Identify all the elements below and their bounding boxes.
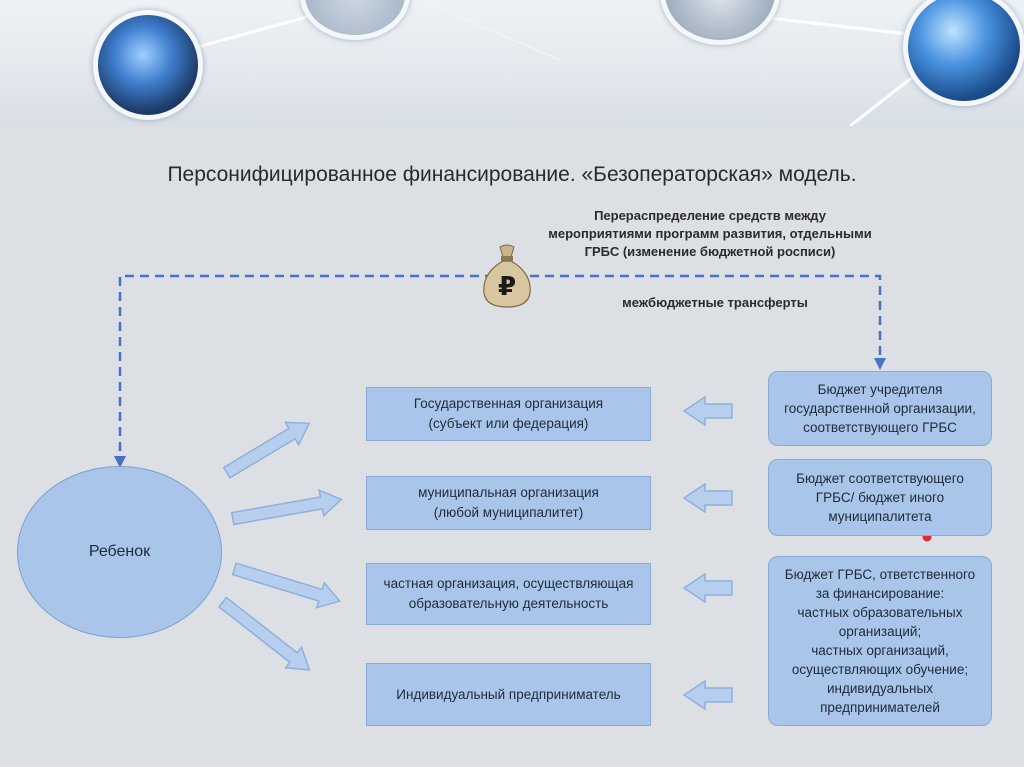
- arrow-child-to-municipal-org: [230, 488, 343, 526]
- org-box-state: Государственная организация (субъект или…: [366, 387, 651, 441]
- money-bag-icon: ₽: [478, 243, 536, 309]
- redistribution-note-line2: мероприятиями программ развития, отдельн…: [548, 226, 872, 241]
- budget-private-line5: частных организаций,: [811, 643, 949, 658]
- org-municipal-line1: муниципальная организация: [418, 485, 599, 500]
- arrow-budget-to-municipal-org: [682, 482, 733, 514]
- budget-private-line4: организаций;: [838, 624, 922, 639]
- org-municipal-line2: (любой муниципалитет): [433, 505, 584, 520]
- budget-private-line3: частных образовательных: [797, 605, 963, 620]
- org-private-line2: образовательную деятельность: [408, 596, 609, 611]
- arrow-budget-to-entrepreneur: [682, 679, 733, 711]
- org-box-municipal: муниципальная организация (любой муницип…: [366, 476, 651, 530]
- budget-municipal-line2: ГРБС/ бюджет иного: [815, 490, 945, 505]
- child-label: Ребенок: [88, 543, 151, 560]
- arrowhead-to-child: [114, 456, 126, 468]
- arrow-child-to-entrepreneur: [217, 596, 311, 671]
- org-state-line1: Государственная организация: [413, 396, 604, 411]
- budget-private-line2: за финансирование:: [815, 586, 945, 601]
- redistribution-note: Перераспределение средств между мероприя…: [520, 207, 900, 261]
- org-box-entrepreneur: Индивидуальный предприниматель: [366, 663, 651, 726]
- globe-photo-left: [93, 10, 203, 120]
- page-title: Персонифицированное финансирование. «Без…: [167, 163, 857, 186]
- budget-municipal-line1: Бюджет соответствующего: [796, 471, 964, 486]
- budget-private-line7: индивидуальных: [827, 681, 933, 696]
- org-box-private: частная организация, осуществляющая обра…: [366, 563, 651, 625]
- budget-private-line8: предпринимателей: [820, 700, 940, 715]
- arrow-budget-to-private-org: [682, 572, 733, 604]
- budget-private-line1: Бюджет ГРБС, ответственного: [784, 567, 976, 582]
- arrowhead-to-budget: [874, 358, 886, 370]
- arrow-budget-to-state-org: [682, 395, 733, 427]
- budget-box-founder: Бюджет учредителя государственной органи…: [768, 371, 992, 446]
- child-node: Ребенок: [17, 466, 222, 638]
- budget-founder-line2: государственной организации,: [784, 401, 976, 416]
- budget-municipal-line3: муниципалитета: [828, 509, 932, 524]
- globe-photo-right: [903, 0, 1024, 106]
- budget-founder-line3: соответствующего ГРБС: [803, 420, 957, 435]
- org-state-line2: (субъект или федерация): [428, 416, 589, 431]
- org-private-line1: частная организация, осуществляющая: [383, 576, 634, 591]
- ruble-symbol: ₽: [498, 272, 516, 302]
- arrow-child-to-private-org: [231, 562, 341, 609]
- arrow-child-to-state-org: [222, 421, 311, 479]
- redistribution-note-line3: ГРБС (изменение бюджетной росписи): [584, 244, 836, 259]
- transfers-label: межбюджетные трансферты: [622, 295, 808, 310]
- redistribution-note-line1: Перераспределение средств между: [594, 208, 826, 223]
- budget-founder-line1: Бюджет учредителя: [817, 382, 943, 397]
- budget-box-private: Бюджет ГРБС, ответственного за финансиро…: [768, 556, 992, 726]
- budget-box-municipal: Бюджет соответствующего ГРБС/ бюджет ино…: [768, 459, 992, 536]
- header-banner: [0, 0, 1024, 126]
- budget-private-line6: осуществляющих обучение;: [791, 662, 969, 677]
- org-entrepreneur-line1: Индивидуальный предприниматель: [396, 686, 621, 702]
